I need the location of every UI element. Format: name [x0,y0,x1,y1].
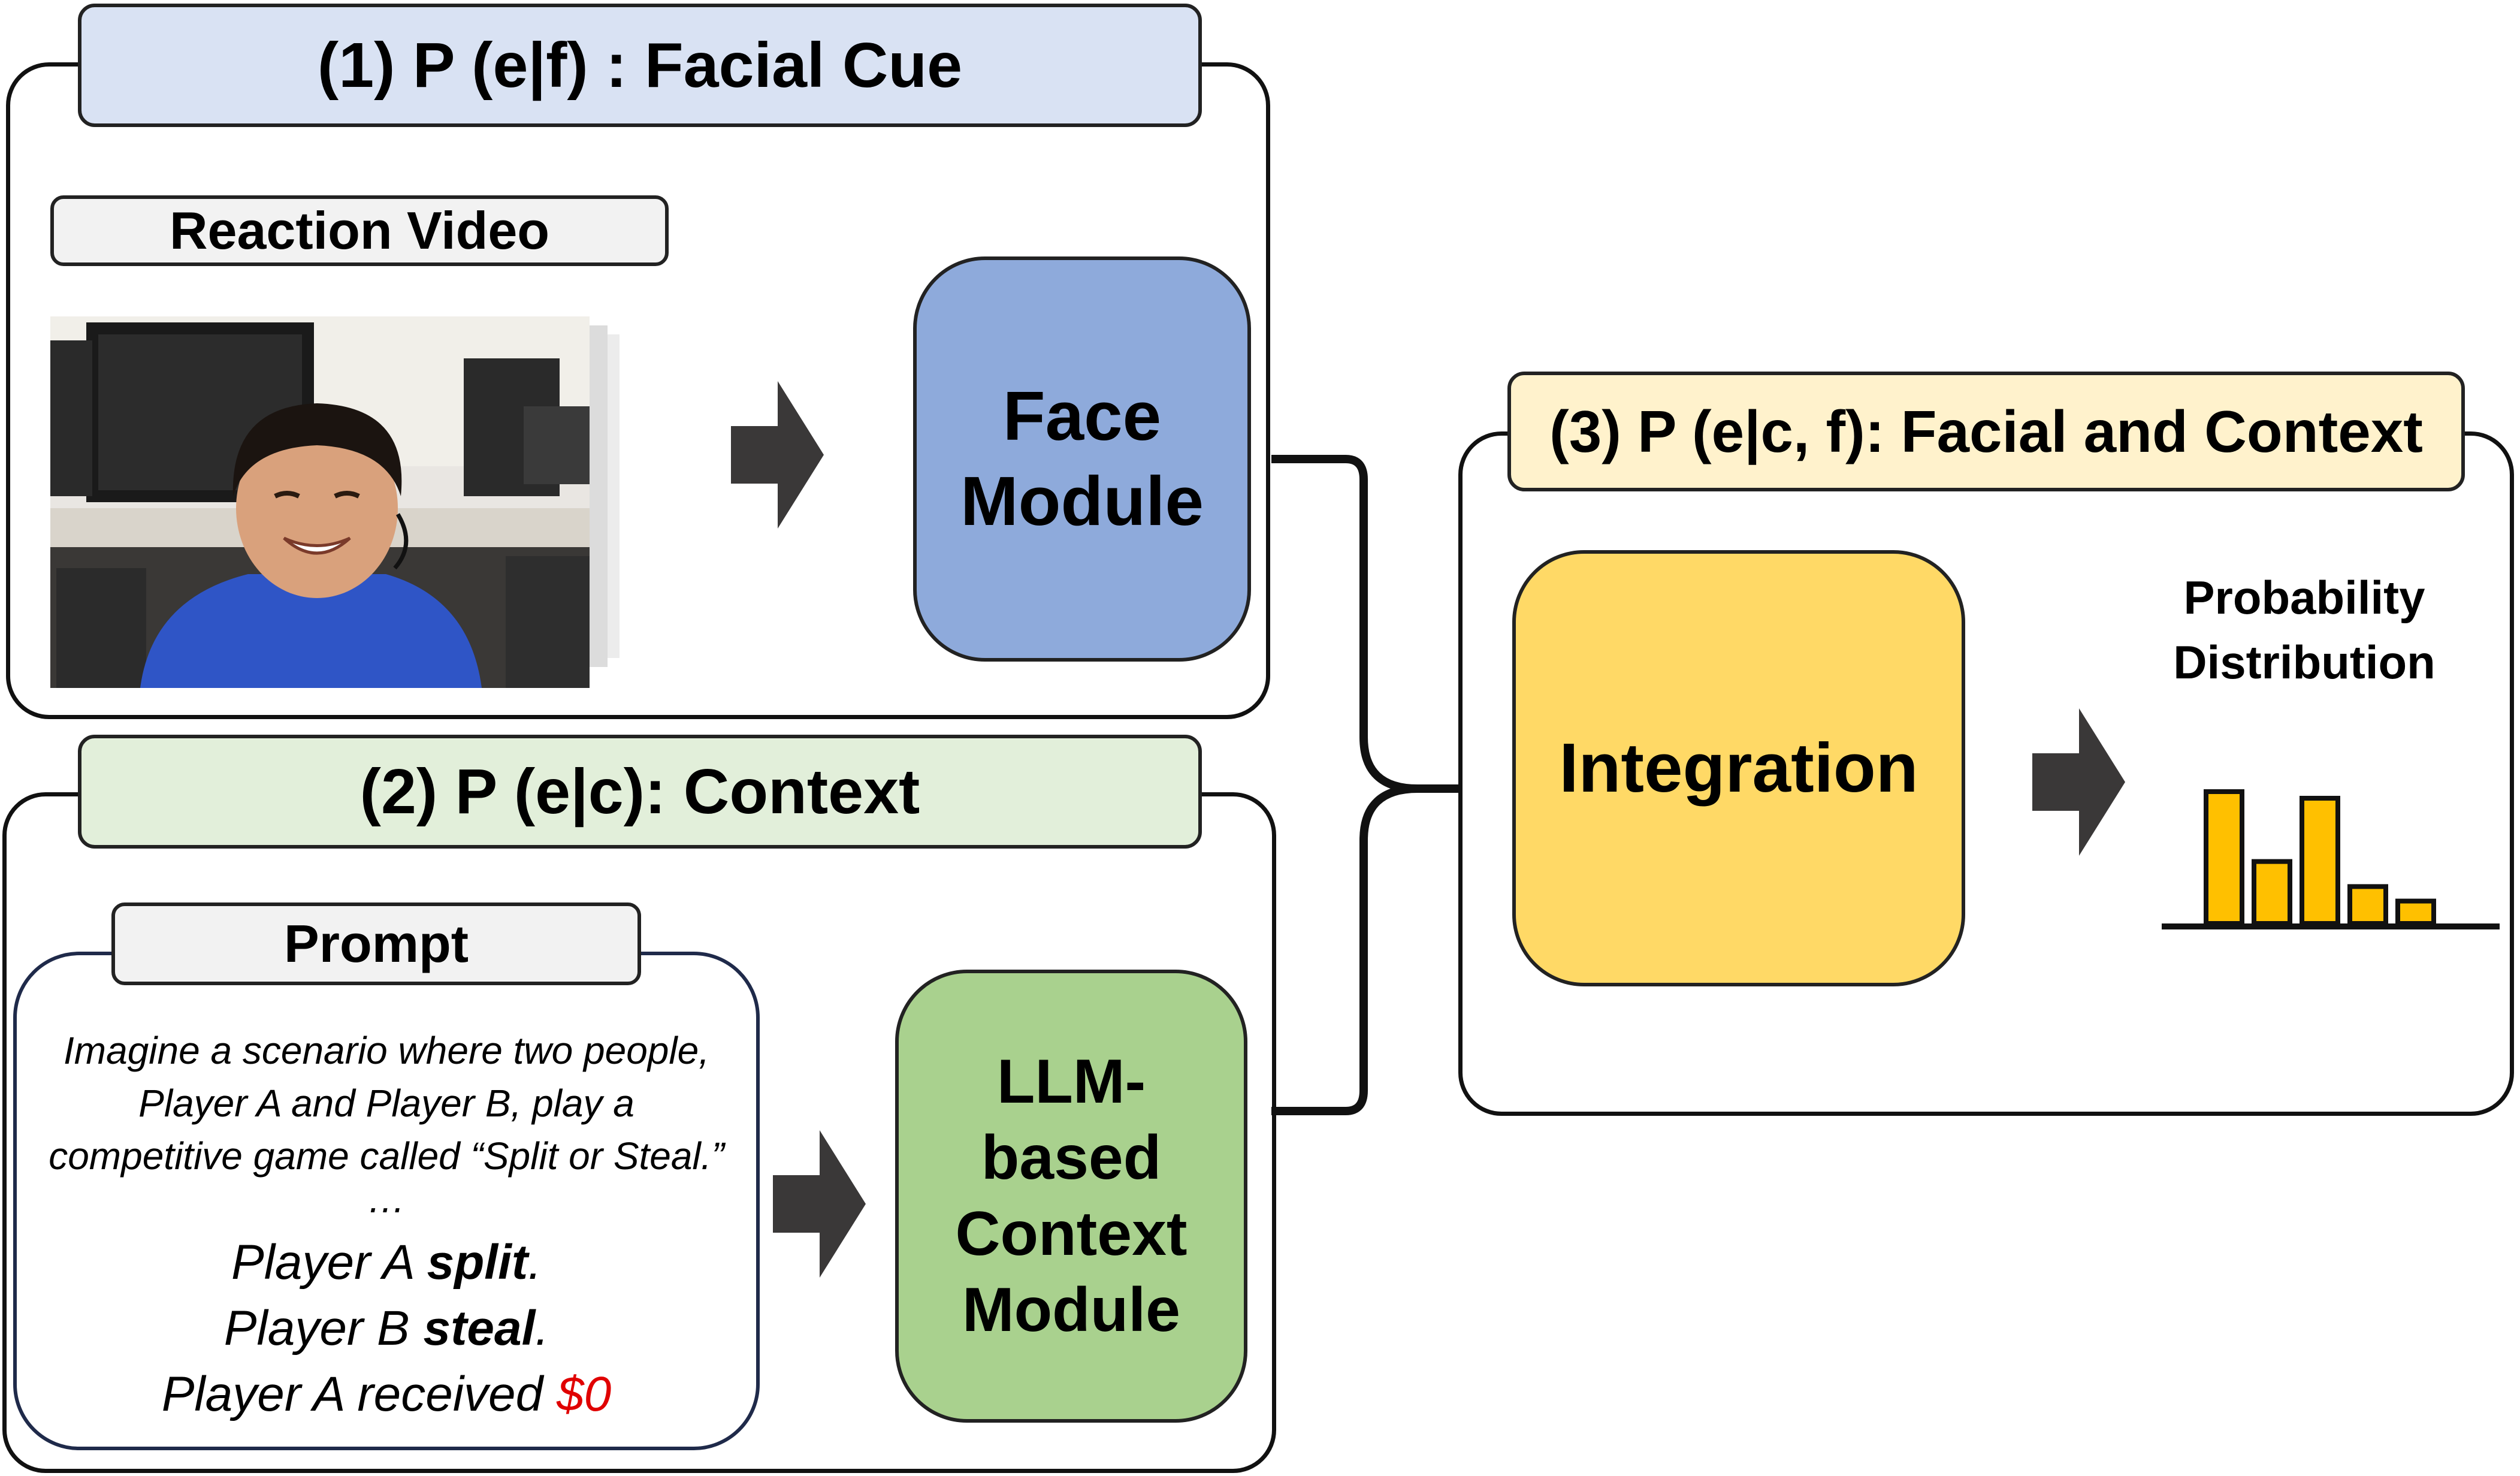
distribution-bar [2204,789,2244,926]
llm-module-line4: Module [962,1275,1180,1345]
prompt-line-6-amount: $0 [557,1367,612,1421]
prompt-line-5-pre: Player B [223,1301,424,1356]
llm-context-module: LLM- based Context Module [895,970,1247,1423]
llm-module-line1: LLM- [996,1047,1146,1117]
distribution-bar [2395,898,2436,926]
face-module: Face Module [913,256,1251,662]
reaction-video-frame [50,316,620,688]
prompt-line-5-bold: steal [423,1301,536,1356]
face-module-line2: Module [960,462,1204,540]
integration-module: Integration [1512,550,1965,986]
context-title: (2) P (e|c): Context [78,735,1202,849]
prompt-line-5: Player B steal. [17,1300,756,1357]
prompt-line-2: Player A and Player B, play a [138,1082,634,1125]
integration-title: (3) P (e|c, f): Facial and Context [1507,372,2465,491]
facial-cue-title: (1) P (e|f) : Facial Cue [78,4,1202,127]
face-module-line1: Face [1002,377,1162,455]
prompt-line-4-pre: Player A [231,1235,427,1290]
prompt-line-4-bold: split [427,1235,528,1290]
probability-line2: Distribution [2173,635,2436,689]
right-arrow-icon [773,1130,866,1278]
llm-module-line2: based [981,1123,1162,1193]
prompt-line-4: Player A split. [17,1234,756,1291]
prompt-line-6-pre: Player A received [161,1367,557,1421]
bar-chart-icon [2162,789,2500,929]
video-frame-image [50,316,590,688]
prompt-ellipsis: … [367,1178,406,1221]
prompt-line-6: Player A received $0 [17,1366,756,1423]
prompt-line-5-post: . [535,1301,549,1356]
curly-brace-connector [1271,455,1462,1115]
distribution-bar [2252,859,2292,926]
prompt-box: Imagine a scenario where two people, Pla… [13,952,760,1450]
distribution-bar [2347,884,2388,926]
prompt-line-3: competitive game called “Split or Steal.… [49,1134,724,1178]
probability-line1: Probability [2183,571,2425,624]
distribution-bar [2300,796,2340,926]
reaction-video-label: Reaction Video [50,195,669,266]
llm-module-line3: Context [955,1199,1188,1269]
prompt-label: Prompt [111,902,641,985]
right-arrow-icon [2032,708,2125,856]
prompt-line-1: Imagine a scenario where two people, [64,1029,709,1072]
probability-distribution-label: Probability Distribution [2125,566,2484,695]
prompt-line-4-post: . [528,1235,542,1290]
right-arrow-icon [731,381,824,529]
